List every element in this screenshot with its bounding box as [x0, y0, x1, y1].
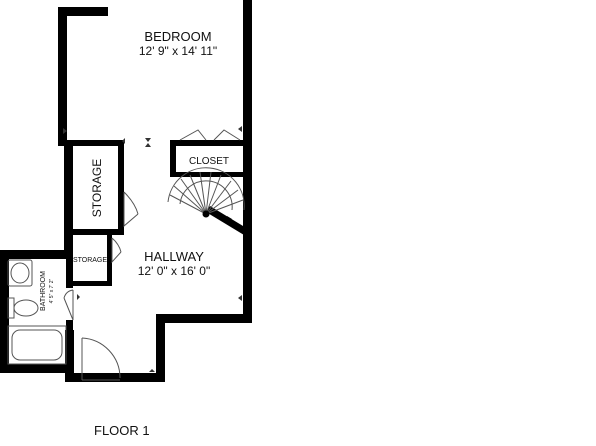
wall-storage-left	[64, 140, 73, 252]
wall-closet-top	[172, 140, 248, 146]
storage-large-name: STORAGE	[90, 159, 104, 217]
bathroom-name: BATHROOM	[40, 271, 47, 311]
stair-direction-arrow	[226, 216, 232, 222]
wall-small-storage-bottom	[68, 281, 112, 286]
bathroom-fixtures	[7, 259, 67, 365]
wall-step-vertical	[156, 314, 165, 382]
wall-right	[243, 0, 252, 323]
marker	[145, 138, 151, 142]
wall-closet-bottom	[170, 172, 248, 177]
floor-label: FLOOR 1	[94, 423, 150, 438]
wall-hall-bottom	[65, 373, 165, 382]
bathroom-dimensions: 4' 5" x 7' 2"	[49, 278, 55, 303]
hallway-dimensions: 12' 0" x 16' 0"	[138, 264, 210, 278]
wall-bedroom-bottom-left	[58, 140, 123, 146]
stair-center-post	[202, 210, 210, 218]
storage-door	[123, 191, 139, 228]
stair-outer-arc	[167, 167, 245, 211]
marker	[238, 126, 242, 132]
marker	[238, 295, 242, 301]
wall-storage-right	[118, 140, 124, 235]
wall-bath-bottom	[0, 364, 73, 373]
marker	[122, 138, 125, 144]
wall-bath-right-lower	[66, 320, 73, 372]
wall-top-left	[58, 7, 108, 16]
interior-walls	[58, 140, 248, 372]
small-storage-door	[111, 237, 122, 264]
bedroom-name: BEDROOM	[144, 29, 211, 44]
closet-name: CLOSET	[189, 156, 229, 167]
wall-bath-top	[0, 250, 73, 259]
stair-inner-arc	[179, 180, 233, 211]
toilet	[7, 297, 39, 319]
marker	[145, 143, 151, 147]
spiral-staircase	[167, 167, 245, 222]
wall-bath-left	[0, 250, 9, 372]
closet-bifold-door	[179, 129, 241, 141]
stair-treads	[169, 171, 244, 215]
wall-bedroom-left-upper	[58, 7, 67, 143]
storage-small-name: STORAGE	[73, 257, 107, 264]
entry-door	[81, 337, 121, 381]
sink	[7, 259, 33, 287]
bathtub	[7, 325, 67, 365]
doors	[63, 129, 241, 381]
marker	[63, 128, 67, 134]
wall-bath-right-upper	[66, 250, 73, 288]
wall-closet-left	[170, 140, 176, 176]
wall-small-storage-right	[107, 229, 112, 284]
marker	[77, 294, 80, 300]
bedroom-dimensions: 12' 9" x 14' 11"	[139, 44, 217, 58]
marker	[149, 369, 155, 372]
bathroom-door	[63, 289, 74, 321]
wall-storage-bottom	[68, 229, 124, 235]
wall-step-horizontal	[156, 314, 251, 323]
markers	[63, 126, 242, 372]
hallway-name: HALLWAY	[144, 249, 204, 264]
